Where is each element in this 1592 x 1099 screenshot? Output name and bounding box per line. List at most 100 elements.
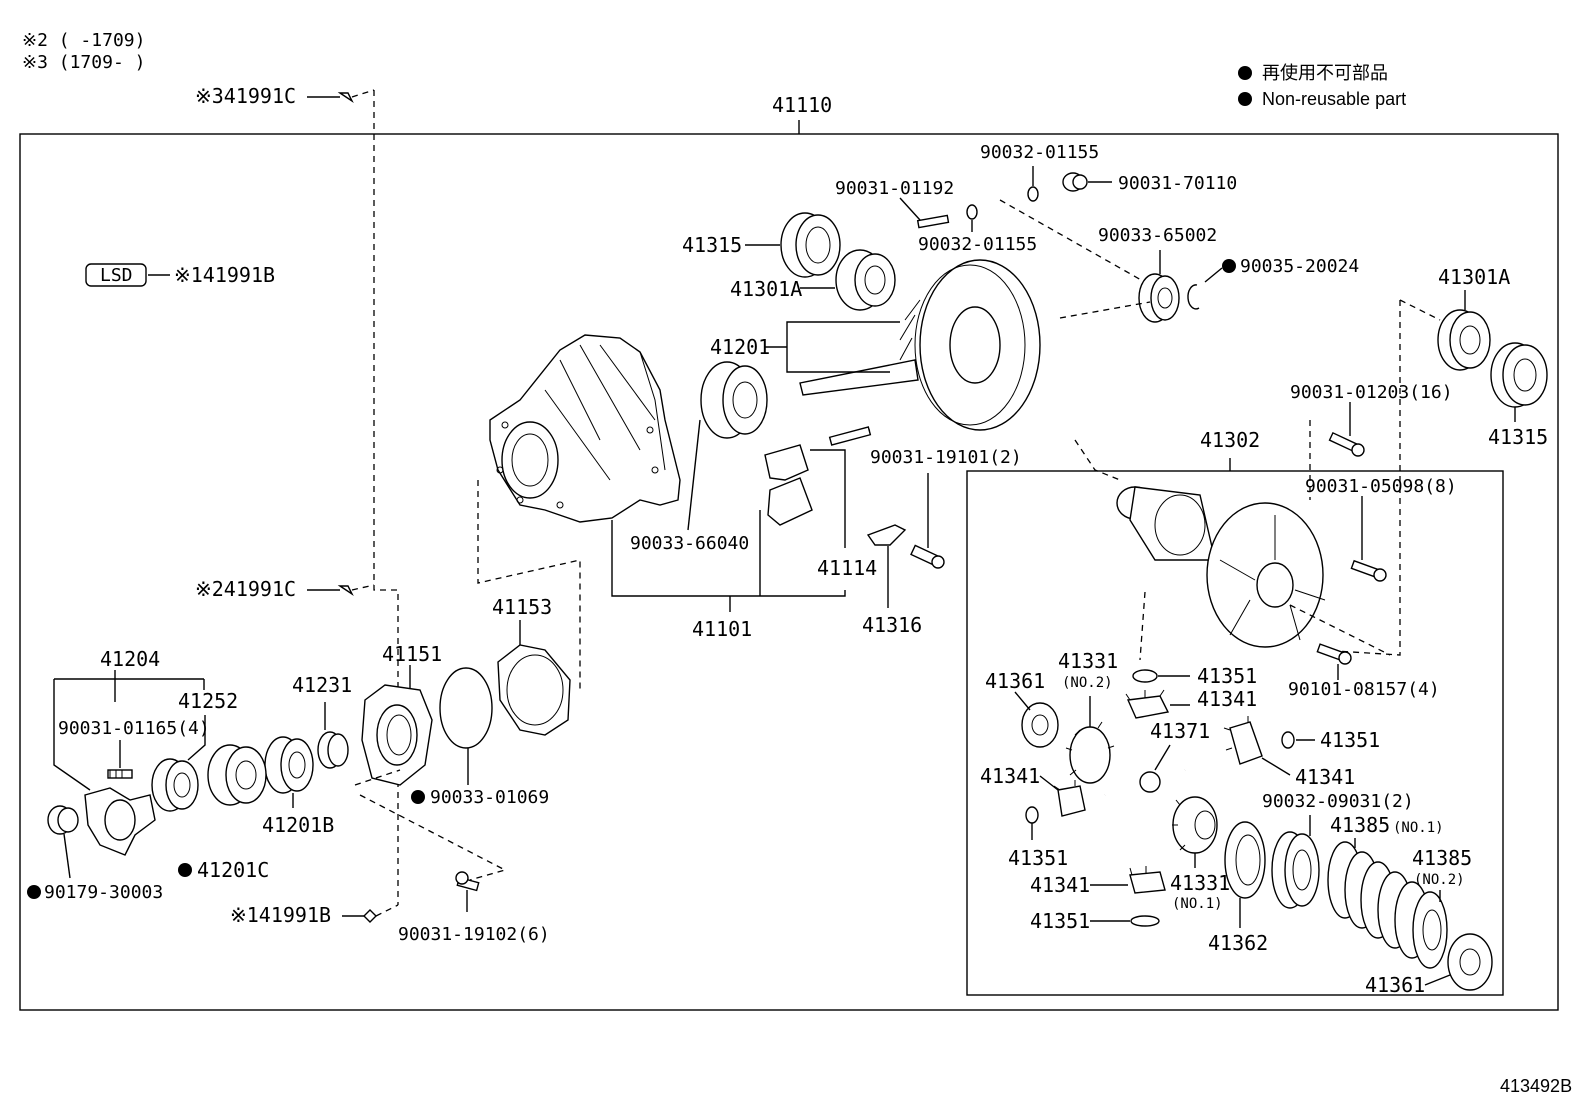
oil-seal-41231[interactable] [317,731,349,769]
label-90031-01192[interactable]: 90031-01192 [835,178,954,199]
label-41371[interactable]: 41371 [1150,719,1210,743]
bearing-90033-65002[interactable] [1138,273,1180,323]
pinion-gear-41341-a[interactable] [1125,689,1170,719]
label-41301A-left[interactable]: 41301A [730,277,802,301]
label-41114[interactable]: 41114 [817,556,877,580]
bolt-90031-01192[interactable] [916,214,950,229]
adjusting-nut-41315-right[interactable] [1490,342,1548,408]
snap-ring-90035-20024[interactable] [1187,284,1200,310]
label-90031-01165[interactable]: 90031-01165(4) [58,718,210,739]
pinion-gear-41341-b[interactable] [1223,716,1263,765]
label-41341-b[interactable]: 41341 [1295,765,1355,789]
o-ring-90033-01069[interactable] [439,667,493,749]
bolt-90101-08157[interactable] [1316,643,1352,665]
label-90031-70110[interactable]: 90031-70110 [1118,173,1237,194]
bearing-41301A-right[interactable] [1437,309,1491,371]
differential-case-part[interactable] [1116,486,1326,648]
label-41231[interactable]: 41231 [292,673,352,697]
label-90033-65002[interactable]: 90033-65002 [1098,225,1217,246]
washer-90032-01155-b[interactable] [966,204,978,220]
pinion-gear-41341-c[interactable] [1053,780,1086,817]
label-90033-01069[interactable]: 90033-01069 [430,787,549,808]
label-90035-20024[interactable]: 90035-20024 [1240,256,1359,277]
thrust-washer-41361-b[interactable] [1447,933,1493,991]
label-41101[interactable]: 41101 [692,617,752,641]
nut-90031-70110[interactable] [1062,172,1088,192]
bearing-90033-66040[interactable] [700,361,768,439]
washer-90032-01155-a[interactable] [1027,186,1039,202]
label-41201C[interactable]: 41201C [197,858,269,882]
label-41315-right[interactable]: 41315 [1488,425,1548,449]
washer-90032-09031[interactable] [1271,831,1320,909]
nut-90179-30003[interactable] [47,805,79,835]
bolt-90031-19101[interactable] [910,544,945,569]
gasket-41153[interactable] [497,644,571,736]
clutch-plate-41362[interactable] [1224,821,1266,899]
label-41204[interactable]: 41204 [100,647,160,671]
label-41201B[interactable]: 41201B [262,813,334,837]
pinion-shaft-41371[interactable] [1104,739,1186,821]
lock-plate-41316[interactable] [866,524,907,546]
spacer-41252[interactable] [151,758,199,812]
label-41991B-bottom[interactable]: ※141991B [230,903,331,927]
label-41385-b[interactable]: 41385 [1412,846,1472,870]
label-90031-01203[interactable]: 90031-01203(16) [1290,382,1453,403]
label-41362[interactable]: 41362 [1208,931,1268,955]
label-90033-66040[interactable]: 90033-66040 [630,533,749,554]
label-41991C-mid[interactable]: ※241991C [195,577,296,601]
bearing-retainer-41151[interactable] [361,684,433,786]
pinion-gear-41341-d[interactable] [1129,866,1166,894]
lsd-ref[interactable]: ※141991B [174,263,275,287]
label-41201[interactable]: 41201 [710,335,770,359]
label-90032-01155-a[interactable]: 90032-01155 [980,142,1099,163]
adjusting-nut-41315-left[interactable] [780,212,841,278]
washer-41351-a[interactable] [1132,669,1158,683]
label-90032-01155-b[interactable]: 90032-01155 [918,234,1037,255]
companion-flange-41204[interactable] [84,787,156,856]
bearing-cap-41114[interactable] [764,426,872,526]
label-41991C-top[interactable]: ※341991C [195,84,296,108]
label-41301A-right[interactable]: 41301A [1438,265,1510,289]
label-41331-no2[interactable]: 41331 [1058,649,1118,673]
washer-41351-c[interactable] [1025,806,1039,824]
side-gear-41331-no1[interactable] [1172,796,1218,854]
bolt-90031-05098[interactable] [1350,559,1387,582]
label-90179-30003[interactable]: 90179-30003 [44,882,163,903]
label-41315-left[interactable]: 41315 [682,233,742,257]
label-41252[interactable]: 41252 [178,689,238,713]
label-41110[interactable]: 41110 [772,93,832,117]
label-41341-c[interactable]: 41341 [980,764,1040,788]
label-41351-c[interactable]: 41351 [1008,846,1068,870]
label-41341-d[interactable]: 41341 [1030,873,1090,897]
washer-41351-d[interactable] [1130,915,1160,927]
label-90031-19102[interactable]: 90031-19102(6) [398,924,550,945]
ring-gear-41201[interactable] [799,259,1041,431]
washer-41351-b[interactable] [1281,731,1295,749]
label-41331-no1[interactable]: 41331 [1170,871,1230,895]
label-41361-a[interactable]: 41361 [985,669,1045,693]
label-90031-05098[interactable]: 90031-05098(8) [1305,476,1457,497]
bolt-90031-01203[interactable] [1328,431,1365,457]
label-41351-a[interactable]: 41351 [1197,664,1257,688]
label-41385-a[interactable]: 41385 [1330,813,1390,837]
side-gear-41331-no2[interactable] [1065,721,1115,784]
bearing-41301A-left[interactable] [835,249,896,311]
label-41153[interactable]: 41153 [492,595,552,619]
differential-carrier-part[interactable] [489,334,681,523]
label-90031-19101[interactable]: 90031-19101(2) [870,447,1022,468]
bolt-90031-01165[interactable] [107,769,133,779]
label-41361-b[interactable]: 41361 [1365,973,1425,997]
label-41316[interactable]: 41316 [862,613,922,637]
bearing-41201B[interactable] [264,736,314,794]
bolt-90031-19102[interactable] [455,871,480,892]
label-41351-d[interactable]: 41351 [1030,909,1090,933]
thrust-washer-41361-a[interactable] [1021,702,1059,748]
label-41351-b[interactable]: 41351 [1320,728,1380,752]
label-41151[interactable]: 41151 [382,642,442,666]
clutch-disc-stack-41385[interactable] [1327,841,1448,969]
label-41302[interactable]: 41302 [1200,428,1260,452]
bearing-41201C[interactable] [207,744,267,806]
label-90101-08157[interactable]: 90101-08157(4) [1288,679,1440,700]
label-90032-09031[interactable]: 90032-09031(2) [1262,791,1414,812]
label-41341-a[interactable]: 41341 [1197,687,1257,711]
